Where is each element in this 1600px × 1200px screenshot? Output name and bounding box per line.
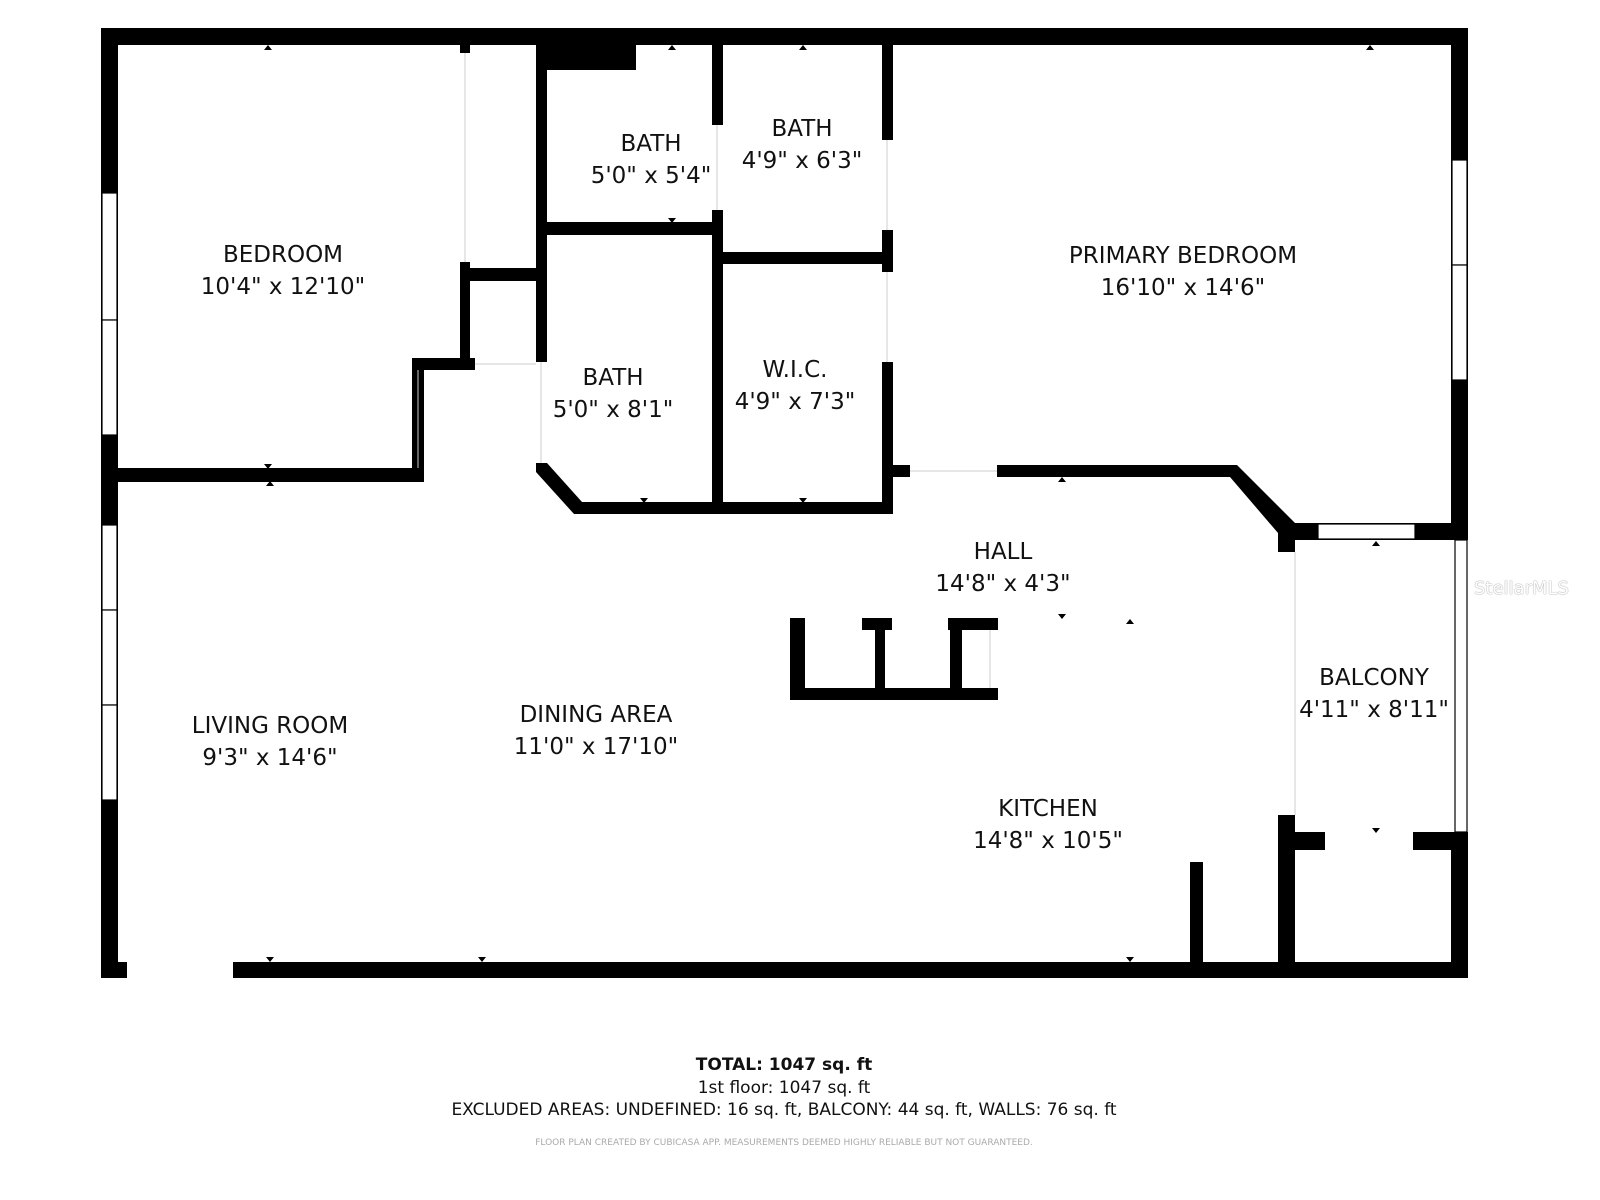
room-name: BATH <box>771 116 833 142</box>
disclaimer: FLOOR PLAN CREATED BY CUBICASA APP. MEAS… <box>535 1138 1033 1148</box>
room-hall: HALL 14'8" x 4'3" <box>935 536 1070 600</box>
room-dims: 5'0" x 5'4" <box>590 163 712 189</box>
room-primary-bedroom: PRIMARY BEDROOM 16'10" x 14'6" <box>1069 240 1297 304</box>
room-dims: 4'11" x 8'11" <box>1299 697 1449 723</box>
room-name: BATH <box>620 131 682 157</box>
room-bath-2: BATH 4'9" x 6'3" <box>742 113 863 177</box>
dimension-arrows <box>264 45 1380 962</box>
room-wic: W.I.C. 4'9" x 7'3" <box>735 354 856 418</box>
room-name: DINING AREA <box>519 702 673 728</box>
door-lines <box>417 53 1296 815</box>
room-dims: 11'0" x 17'10" <box>513 734 679 760</box>
watermark: StellarMLS <box>1474 578 1569 599</box>
room-dims: 4'9" x 6'3" <box>741 148 863 174</box>
room-dims: 14'8" x 4'3" <box>935 571 1071 597</box>
room-dims: 10'4" x 12'10" <box>200 274 366 300</box>
room-name: BATH <box>582 365 644 391</box>
room-dims: 14'8" x 10'5" <box>973 828 1123 854</box>
room-dims: 16'10" x 14'6" <box>1100 275 1266 301</box>
excluded-areas: EXCLUDED AREAS: UNDEFINED: 16 sq. ft, BA… <box>451 1100 1117 1120</box>
room-name: BALCONY <box>1319 665 1429 691</box>
floor-area: 1st floor: 1047 sq. ft <box>697 1078 871 1098</box>
windows <box>101 159 1468 833</box>
room-name: PRIMARY BEDROOM <box>1068 243 1298 269</box>
room-dims: 4'9" x 7'3" <box>734 389 856 415</box>
room-dining-area: DINING AREA 11'0" x 17'10" <box>514 699 678 763</box>
room-bath-3: BATH 5'0" x 8'1" <box>553 362 674 426</box>
room-living-room: LIVING ROOM 9'3" x 14'6" <box>192 710 349 774</box>
room-dims: 9'3" x 14'6" <box>202 745 338 771</box>
room-name: BEDROOM <box>222 242 344 268</box>
total-area: TOTAL: 1047 sq. ft <box>695 1055 873 1075</box>
room-dims: 5'0" x 8'1" <box>552 397 674 423</box>
room-name: KITCHEN <box>998 796 1098 822</box>
room-name: LIVING ROOM <box>191 713 349 739</box>
room-name: HALL <box>973 539 1033 565</box>
room-bath-1: BATH 5'0" x 5'4" <box>591 128 712 192</box>
room-name: W.I.C. <box>762 357 828 383</box>
room-balcony: BALCONY 4'11" x 8'11" <box>1299 662 1449 726</box>
room-kitchen: KITCHEN 14'8" x 10'5" <box>973 793 1123 857</box>
room-bedroom: BEDROOM 10'4" x 12'10" <box>201 239 365 303</box>
door-openings <box>127 961 233 979</box>
